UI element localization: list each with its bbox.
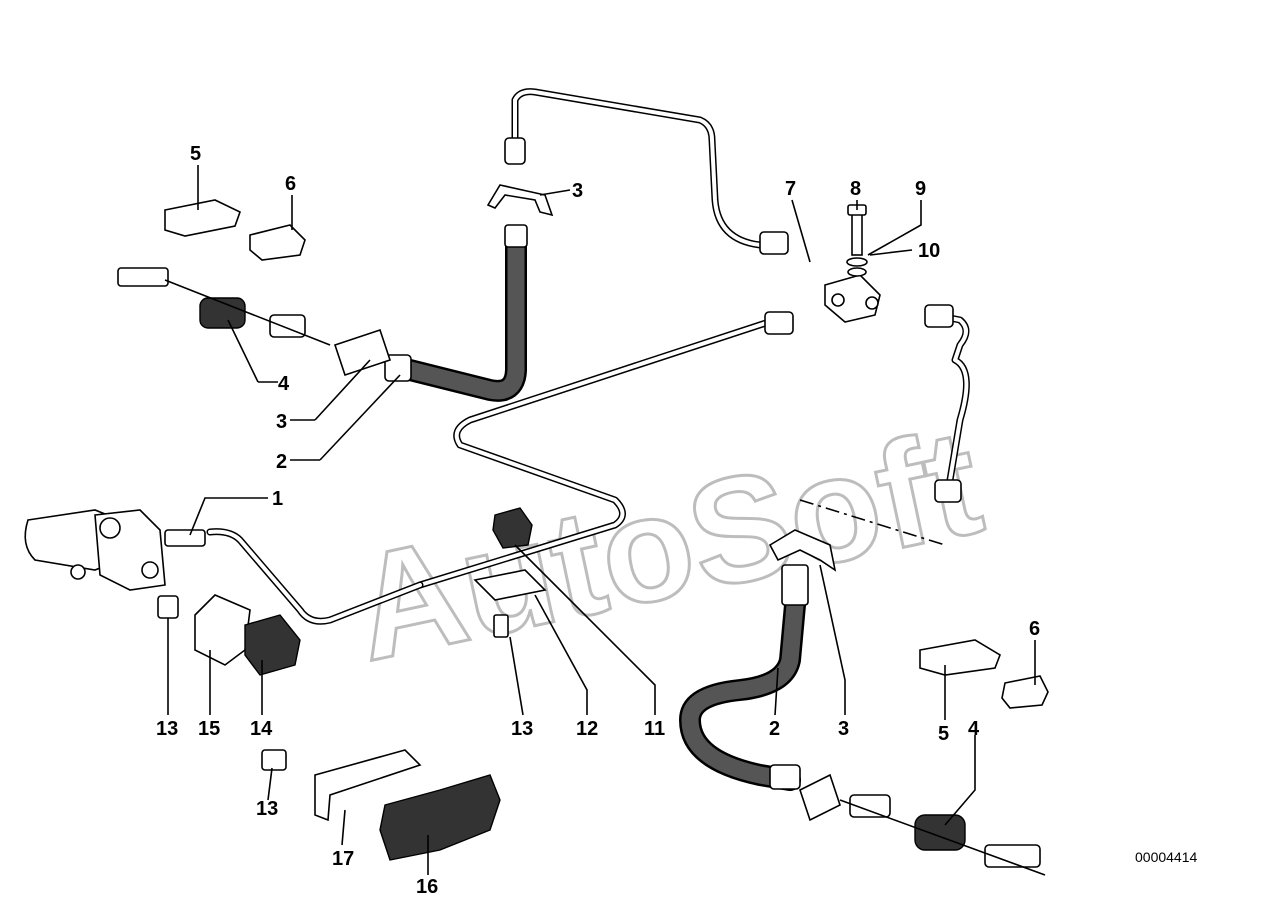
- hose-bracket-bottom: [799, 773, 841, 822]
- bolt-center: [493, 614, 509, 638]
- fitting-nut-br: [849, 794, 891, 818]
- bolt-bottom: [261, 749, 287, 771]
- hose-bracket-right: [768, 529, 837, 572]
- bracket-left: [194, 594, 251, 666]
- part-labels: 5 6 3 4 3 2 1 7 8 9 10 13 15 14 13 12 11…: [156, 143, 1040, 898]
- pipe-nut-tee-left: [764, 311, 794, 335]
- hose-fitting-top: [504, 224, 528, 248]
- tee-port-left: [831, 293, 845, 307]
- bolt: [851, 209, 863, 256]
- hose-fitting-bottom: [769, 764, 801, 790]
- label-3: 3: [838, 718, 849, 740]
- right-fitting-assembly: [839, 794, 1046, 876]
- bleeder-fitting-br: [984, 844, 1041, 868]
- label-3: 3: [276, 411, 287, 433]
- label-8: 8: [850, 178, 861, 200]
- label-3: 3: [572, 180, 583, 202]
- label-14: 14: [250, 718, 273, 740]
- pipe-nut-top: [504, 137, 526, 165]
- rubber-mount-bottom: [379, 774, 501, 861]
- banjo-bolt-bottom: [919, 639, 1001, 676]
- washer: [846, 257, 868, 267]
- label-7: 7: [785, 178, 796, 200]
- rubber-mount-left: [244, 614, 301, 676]
- pipe-nut-tee-right: [924, 304, 954, 328]
- reference-line: [799, 499, 946, 546]
- label-12: 12: [576, 718, 598, 740]
- left-fitting-assembly: [117, 267, 331, 346]
- hose-sleeve: [199, 297, 246, 329]
- regulator-fitting: [164, 529, 206, 547]
- label-5: 5: [938, 723, 949, 745]
- bracket-bottom: [314, 749, 422, 822]
- pressure-regulator: [24, 509, 206, 591]
- label-2: 2: [769, 718, 780, 740]
- tee-port-right: [865, 296, 879, 310]
- hose-bracket-left: [333, 328, 392, 377]
- watermark: AutoSoft: [340, 397, 994, 693]
- spring-clip-bottom: [1001, 675, 1049, 709]
- label-13: 13: [156, 718, 178, 740]
- label-9: 9: [915, 178, 926, 200]
- label-6: 6: [1029, 618, 1040, 640]
- label-6: 6: [285, 173, 296, 195]
- pipe-nut-right-end: [934, 479, 962, 503]
- hose-fitting-left: [384, 354, 412, 382]
- pipe-nut-tee-top: [759, 231, 789, 255]
- document-id: 00004414: [1135, 849, 1198, 865]
- rubber-mount: [492, 507, 533, 549]
- banjo-bolt-top: [164, 199, 241, 237]
- label-10: 10: [918, 240, 940, 262]
- hose-bracket-top: [486, 184, 554, 217]
- label-4: 4: [968, 718, 980, 740]
- label-15: 15: [198, 718, 220, 740]
- bleeder-fitting: [117, 267, 169, 287]
- label-1: 1: [272, 488, 283, 510]
- label-2: 2: [276, 451, 287, 473]
- hose-fitting-right: [781, 564, 809, 606]
- mounting-bracket: [473, 569, 547, 601]
- bolt-left: [157, 595, 179, 619]
- brake-pipes: [206, 88, 970, 625]
- label-4: 4: [278, 373, 290, 395]
- leader-lines: [167, 165, 1036, 875]
- label-5: 5: [190, 143, 201, 165]
- lock-washer: [847, 267, 867, 277]
- label-17: 17: [332, 848, 354, 870]
- hose-sleeve-br: [914, 814, 966, 851]
- spring-clip-top: [249, 224, 306, 261]
- label-13: 13: [256, 798, 278, 820]
- label-13: 13: [511, 718, 533, 740]
- label-11: 11: [644, 718, 665, 740]
- label-16: 16: [416, 876, 438, 898]
